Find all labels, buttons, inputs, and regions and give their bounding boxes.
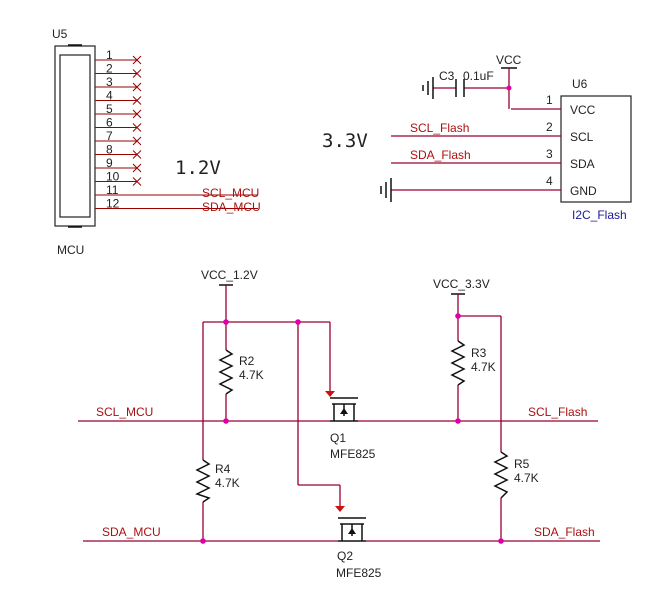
u6-name: I2C_Flash [572,208,627,222]
u6-pin-vcc-name: VCC [570,103,596,117]
r3-ref: R3 [471,346,487,360]
u5-pin-5-number: 5 [106,102,113,116]
u5-pin-10-number: 10 [106,170,120,184]
r5-resistor [493,451,509,499]
u6-pin-1-number: 1 [546,93,553,107]
u6-ref: U6 [572,77,588,91]
q1-part: MFE825 [330,447,376,461]
u6-i2c-flash: U6 VCC SCL SDA GND 1 2 3 4 I2C_Flash SCL… [380,53,632,222]
junction-dot [506,85,512,91]
c3-ref: C3 [439,69,455,83]
r4-value: 4.7K [215,476,240,490]
r2-value: 4.7K [239,368,264,382]
u6-pin-scl-name: SCL [570,130,594,144]
u5-pin-3-no-connect [132,82,142,92]
q1-mosfet [325,391,358,422]
r2-ref: R2 [239,354,255,368]
junction-dot [223,418,229,424]
u6-pin-4-number: 4 [546,174,553,188]
u6-pin-gnd-name: GND [570,184,597,198]
u6-pin-3-number: 3 [546,147,553,161]
u5-inner [59,54,91,218]
sda-flash-label: SDA_Flash [534,525,595,539]
u6-pin-sda-name: SDA [570,157,595,171]
junction-dot [223,319,229,325]
u5-pin-11-number: 11 [106,183,119,197]
q1-gate-arrow [325,391,335,397]
u5-pin-3-number: 3 [106,75,113,89]
voltage-domain-high-label: 3.3V [322,130,368,152]
u5-pin-4-number: 4 [106,89,113,103]
u5-pin-8-number: 8 [106,143,113,157]
q2-part: MFE825 [336,566,382,580]
u6-scl-net-label: SCL_Flash [410,121,469,135]
scl-flash-label: SCL_Flash [528,405,587,419]
voltage-domain-low-label: 1.2V [175,157,221,179]
vcc-3v3-label: VCC_3.3V [433,277,490,291]
u5-pin-2-no-connect [132,69,142,78]
u5-pin-6-no-connect [132,123,142,132]
junction-dot [498,538,504,544]
sda-mcu-label: SDA_MCU [102,525,161,539]
u6-sda-net-label: SDA_Flash [410,148,471,162]
c3-ground-symbol [422,77,434,99]
u5-pin-8-no-connect [132,150,142,159]
q2-gate-arrow [335,506,345,512]
u6-pin-2-number: 2 [546,120,553,134]
u5-pin-5-no-connect [132,109,142,119]
q2-ref: Q2 [337,549,353,563]
r5-ref: R5 [514,457,530,471]
junction-dot [200,538,206,544]
u5-pin-7-number: 7 [106,129,113,143]
u5-pin-1-no-connect [132,55,142,65]
u5-pin-2-number: 2 [106,62,113,76]
u5-pin-9-no-connect [132,163,142,173]
u5-pin-1-number: 1 [106,48,113,62]
u5-pin-4-no-connect [132,96,142,105]
u5-scl-net-label: SCL_MCU [202,186,259,200]
r4-ref: R4 [215,462,231,476]
u6-ground-symbol [380,178,392,202]
u6-body [560,95,632,203]
u5-pin-6-number: 6 [106,116,113,130]
r4-resistor [195,459,211,503]
junction-dot [295,319,301,325]
u5-pin-9-number: 9 [106,156,113,170]
u5-pin-12-number: 12 [106,197,120,211]
r3-resistor [450,340,466,386]
u5-pin-10-no-connect [132,177,142,186]
q2-mosfet [335,506,366,542]
u5-sda-net-label: SDA_MCU [202,200,261,214]
junction-dot [455,313,461,319]
q1-ref: Q1 [330,431,346,445]
u5-name: MCU [57,243,84,257]
u5-ref: U5 [52,27,68,41]
u6-vcc-label: VCC [496,53,522,67]
junction-dot [455,418,461,424]
level-shifter-circuit: VCC_1.2V R2 4.7K R4 4.7K VCC_3.3V R3 4.7… [78,268,600,580]
r5-value: 4.7K [514,471,539,485]
scl-mcu-label: SCL_MCU [96,405,153,419]
u5-pin-7-no-connect [132,136,142,146]
r3-value: 4.7K [471,360,496,374]
r2-resistor [218,349,234,395]
vcc-1v2-label: VCC_1.2V [201,268,258,282]
c3-value: 0.1uF [463,69,494,83]
